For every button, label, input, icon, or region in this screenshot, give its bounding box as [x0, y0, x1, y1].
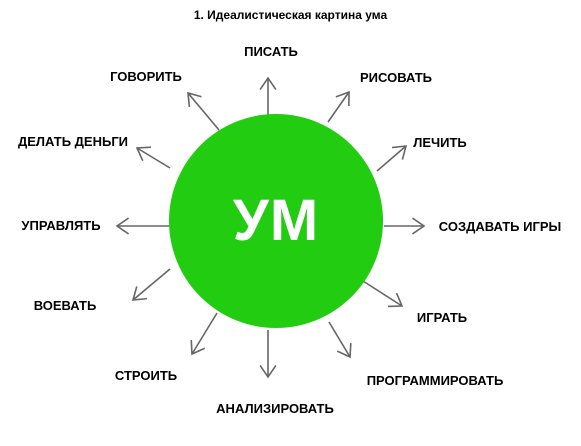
node-label-sozdavat-igry: СОЗДАВАТЬ ИГРЫ	[438, 219, 562, 234]
arrow-govorit	[187, 91, 220, 131]
mind-label: УМ	[232, 188, 320, 253]
node-label-delat-dengi: ДЕЛАТЬ ДЕНЬГИ	[17, 134, 129, 149]
node-label-analizirovat: АНАЛИЗИРОВАТЬ	[216, 401, 334, 416]
node-label-igrat: ИГРАТЬ	[416, 310, 468, 325]
arrow-delat-dengi	[135, 146, 171, 169]
node-label-voevat: ВОЕВАТЬ	[33, 298, 97, 313]
arrow-pisat	[259, 76, 277, 115]
node-label-pisat: ПИСАТЬ	[244, 44, 298, 59]
node-label-upravlyat: УПРАВЛЯТЬ	[21, 218, 101, 233]
mind-circle	[169, 114, 383, 328]
arrow-upravlyat	[115, 217, 170, 235]
arrow-risovat	[327, 90, 350, 123]
node-label-stroit: СТРОИТЬ	[114, 368, 178, 383]
arrow-lechit	[376, 145, 408, 172]
arrow-programmirovat	[328, 321, 352, 359]
node-label-risovat: РИСОВАТЬ	[360, 70, 432, 85]
arrow-sozdavat-igry	[384, 217, 426, 235]
arrow-stroit	[190, 312, 218, 356]
arrow-voevat	[131, 268, 171, 301]
arrow-igrat	[362, 280, 404, 308]
node-label-lechit: ЛЕЧИТЬ	[413, 135, 467, 150]
node-label-govorit: ГОВОРИТЬ	[110, 69, 182, 84]
node-label-programmirovat: ПРОГРАММИРОВАТЬ	[366, 373, 504, 388]
diagram-title: 1. Идеалистическая картина ума	[193, 8, 388, 22]
arrow-analizirovat	[259, 330, 277, 379]
